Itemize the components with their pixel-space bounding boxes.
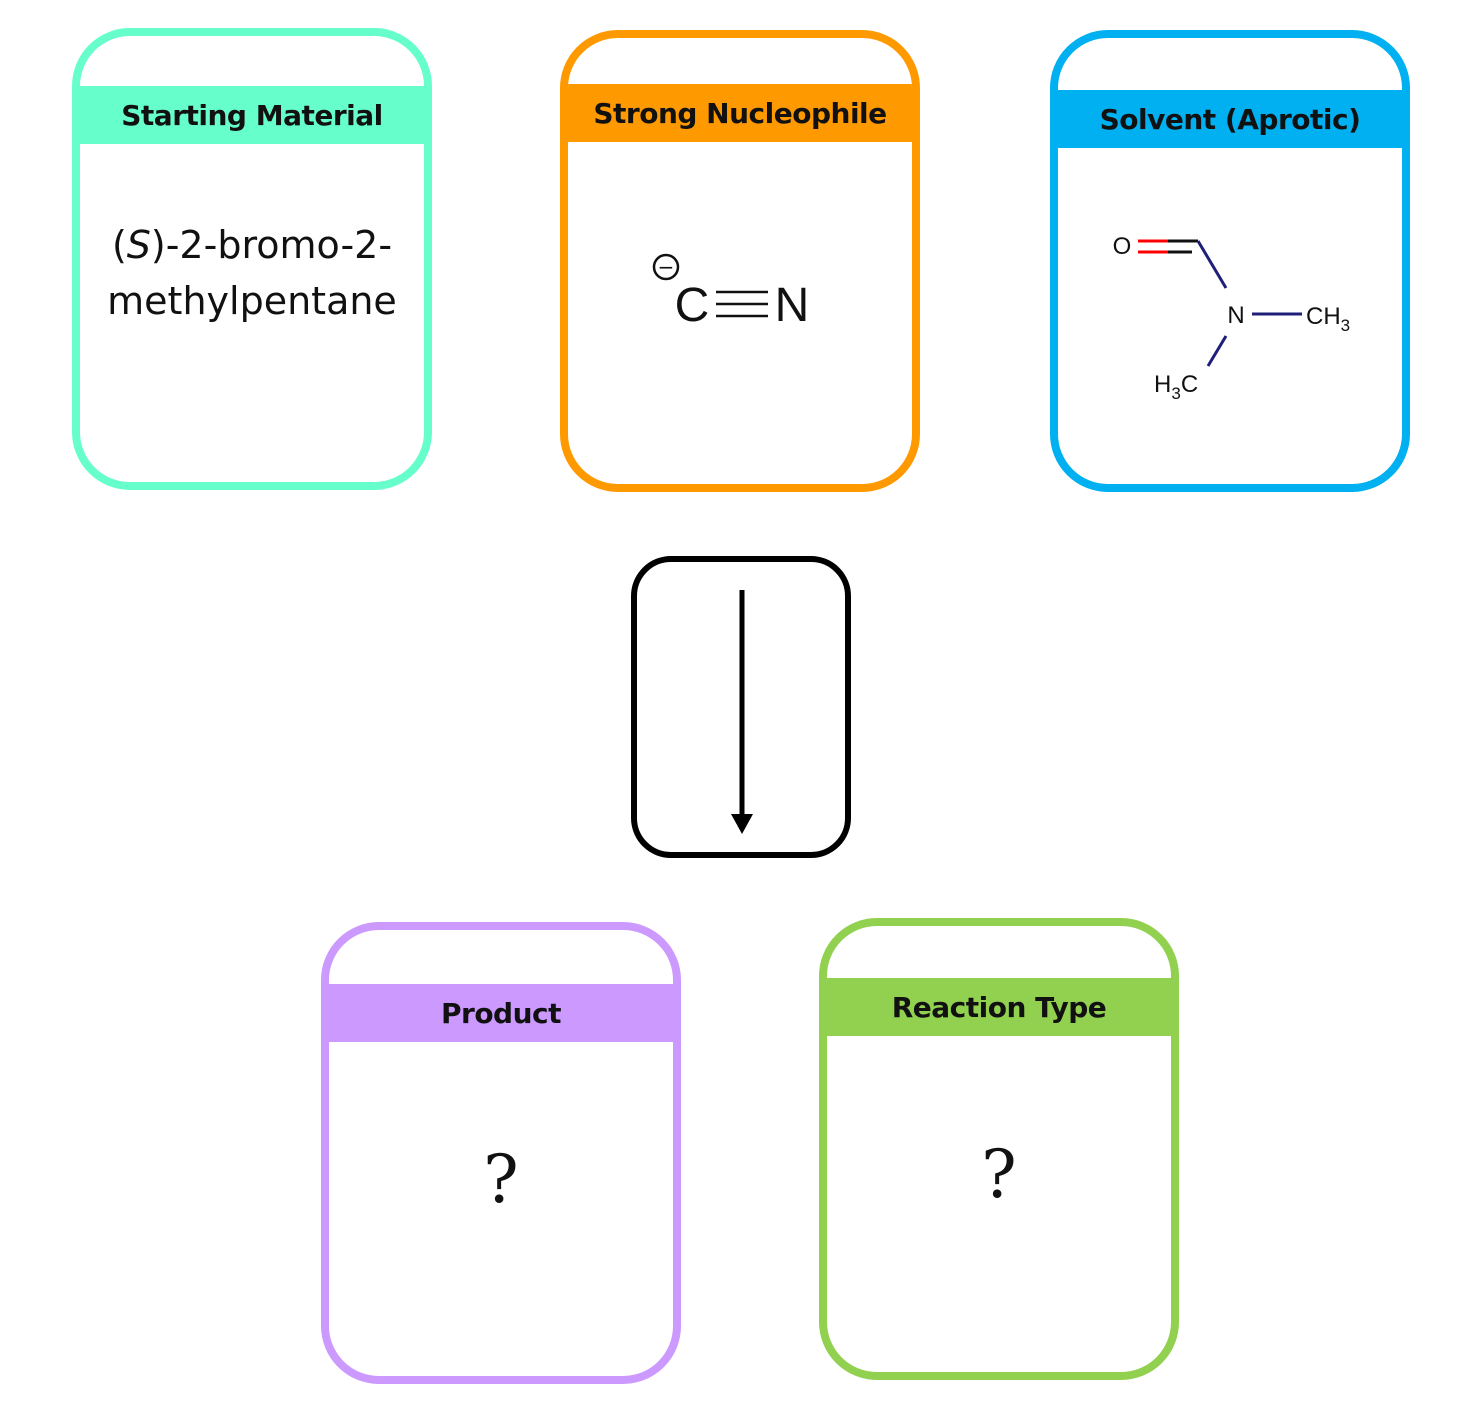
solvent-body: O N CH3 H3C [1058, 148, 1402, 484]
nucleophile-card: Strong Nucleophile − C N [560, 30, 920, 492]
solvent-title: Solvent (Aprotic) [1058, 90, 1402, 148]
right-methyl-group: CH3 [1306, 303, 1350, 335]
reaction-type-title: Reaction Type [827, 978, 1171, 1036]
nucleophile-body: − C N [568, 142, 912, 444]
starting-material-card: Starting Material (S)-2-bromo-2- methylp… [72, 28, 432, 490]
nucleophile-title: Strong Nucleophile [568, 84, 912, 142]
reaction-type-unknown: ? [981, 1135, 1017, 1213]
left-methyl-group: H3C [1154, 371, 1198, 403]
c-n-bond [1196, 240, 1228, 289]
cyanide-structure: − C N [652, 253, 810, 332]
negative-charge-sign: − [658, 255, 675, 279]
stereo-descriptor: S [126, 223, 151, 267]
starting-material-name: (S)-2-bromo-2- methylpentane [107, 217, 397, 329]
down-arrow-icon [731, 590, 753, 834]
reaction-type-body: ? [827, 1036, 1171, 1312]
arrow-head [731, 814, 753, 834]
solvent-card: Solvent (Aprotic) O N CH3 H3C [1050, 30, 1410, 492]
negative-charge-circle [652, 253, 680, 281]
reaction-type-card: Reaction Type ? [819, 918, 1179, 1380]
name-line1: )-2-bromo-2- [150, 223, 393, 267]
dmf-oxygen: O [1113, 233, 1132, 260]
starting-material-body: (S)-2-bromo-2- methylpentane [80, 144, 424, 402]
cyanide-carbon: C [675, 279, 710, 332]
product-body: ? [329, 1042, 673, 1316]
cyanide-nitrogen: N [775, 279, 810, 332]
stereo-open-paren: ( [111, 223, 127, 267]
n-methyl-bond-left [1206, 335, 1228, 367]
starting-material-title: Starting Material [80, 86, 424, 144]
name-line2: methylpentane [107, 279, 397, 323]
product-unknown: ? [483, 1140, 519, 1218]
reaction-arrow-box [631, 556, 851, 858]
product-card: Product ? [321, 922, 681, 1384]
dmf-nitrogen: N [1227, 302, 1244, 329]
dmf-structure: O N CH3 H3C [1113, 233, 1350, 403]
product-title: Product [329, 984, 673, 1042]
